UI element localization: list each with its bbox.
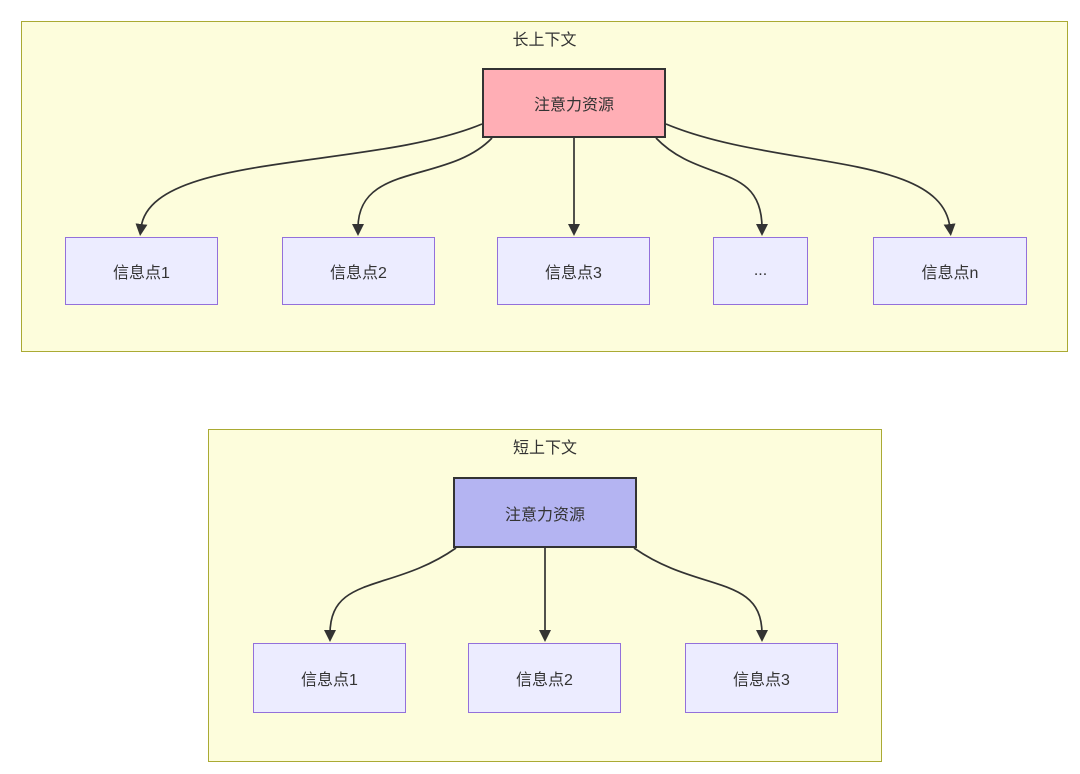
short-info-node-1: 信息点1	[253, 643, 406, 713]
short-info-node-3: 信息点3	[685, 643, 838, 713]
long-info-node-2: 信息点2	[282, 237, 435, 305]
long-info-node-ellipsis: ...	[713, 237, 808, 305]
long-info-node-1: 信息点1	[65, 237, 218, 305]
long-attention-node: 注意力资源	[482, 68, 666, 138]
short-info-node-2: 信息点2	[468, 643, 621, 713]
short-attention-node: 注意力资源	[453, 477, 637, 548]
long-info-node-n: 信息点n	[873, 237, 1027, 305]
long-info-node-3: 信息点3	[497, 237, 650, 305]
